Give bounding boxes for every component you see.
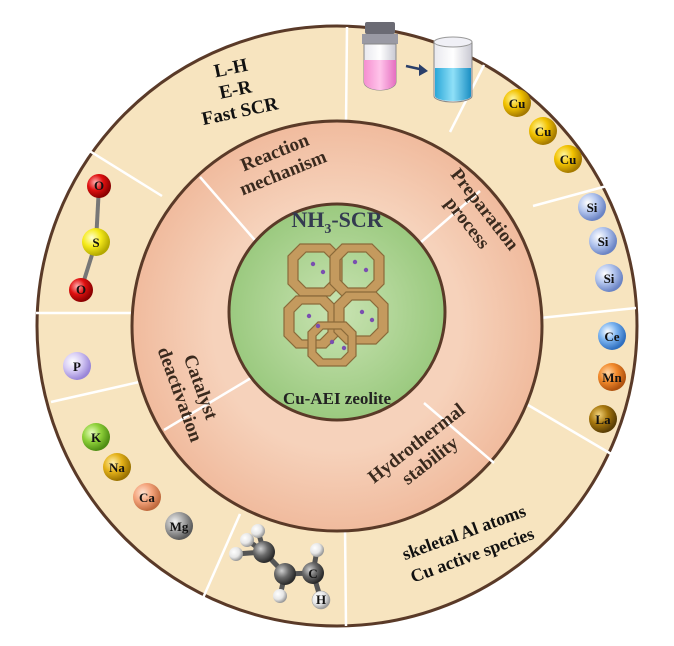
svg-text:K: K bbox=[91, 430, 102, 445]
vial-icon bbox=[362, 22, 398, 91]
zeolite-framework-icon bbox=[283, 243, 389, 367]
svg-text:O: O bbox=[94, 178, 104, 193]
dopant-atoms: Ce Mn La bbox=[589, 322, 626, 433]
hydrocarbon-molecule-icon: C H bbox=[229, 524, 331, 610]
si-atom: Si bbox=[595, 264, 623, 292]
oxygen-atom: O bbox=[87, 174, 111, 198]
svg-text:Na: Na bbox=[109, 460, 125, 475]
cu-atom: Cu bbox=[503, 89, 531, 117]
sulfur-atom: S bbox=[82, 228, 110, 256]
svg-text:S: S bbox=[92, 235, 99, 250]
svg-text:La: La bbox=[595, 412, 611, 427]
svg-text:Si: Si bbox=[604, 271, 615, 286]
p-atom: P bbox=[63, 352, 91, 380]
ce-atom: Ce bbox=[598, 322, 626, 350]
k-atom: K bbox=[82, 423, 110, 451]
so2-molecule-icon: O S O bbox=[69, 174, 111, 302]
svg-text:Ca: Ca bbox=[139, 490, 155, 505]
si-atom: Si bbox=[578, 193, 606, 221]
svg-text:Cu: Cu bbox=[560, 152, 577, 167]
la-atom: La bbox=[589, 405, 617, 433]
oxygen-atom: O bbox=[69, 278, 93, 302]
hydrogen-label: H bbox=[316, 592, 326, 607]
svg-text:Si: Si bbox=[598, 234, 609, 249]
cu-atoms: Cu Cu Cu bbox=[503, 89, 582, 173]
svg-text:Mg: Mg bbox=[170, 519, 189, 534]
cu-atom: Cu bbox=[554, 145, 582, 173]
svg-text:Si: Si bbox=[587, 200, 598, 215]
alkali-atoms: K Na Ca Mg bbox=[82, 423, 193, 540]
svg-text:P: P bbox=[73, 359, 81, 374]
na-atom: Na bbox=[103, 453, 131, 481]
cu-atom: Cu bbox=[529, 117, 557, 145]
mn-atom: Mn bbox=[598, 363, 626, 391]
beaker-icon bbox=[433, 36, 473, 103]
carbon-label: C bbox=[308, 566, 317, 581]
center-title: NH3-SCR bbox=[291, 207, 383, 237]
si-atom: Si bbox=[589, 227, 617, 255]
arrow-icon bbox=[405, 64, 428, 76]
svg-text:O: O bbox=[76, 282, 86, 297]
ca-atom: Ca bbox=[133, 483, 161, 511]
mg-atom: Mg bbox=[165, 512, 193, 540]
svg-text:Cu: Cu bbox=[509, 96, 526, 111]
svg-text:Mn: Mn bbox=[602, 370, 622, 385]
center-caption: Cu-AEI zeolite bbox=[283, 389, 392, 408]
svg-text:Ce: Ce bbox=[604, 329, 619, 344]
svg-text:Cu: Cu bbox=[535, 124, 552, 139]
si-atoms: Si Si Si bbox=[578, 193, 623, 292]
